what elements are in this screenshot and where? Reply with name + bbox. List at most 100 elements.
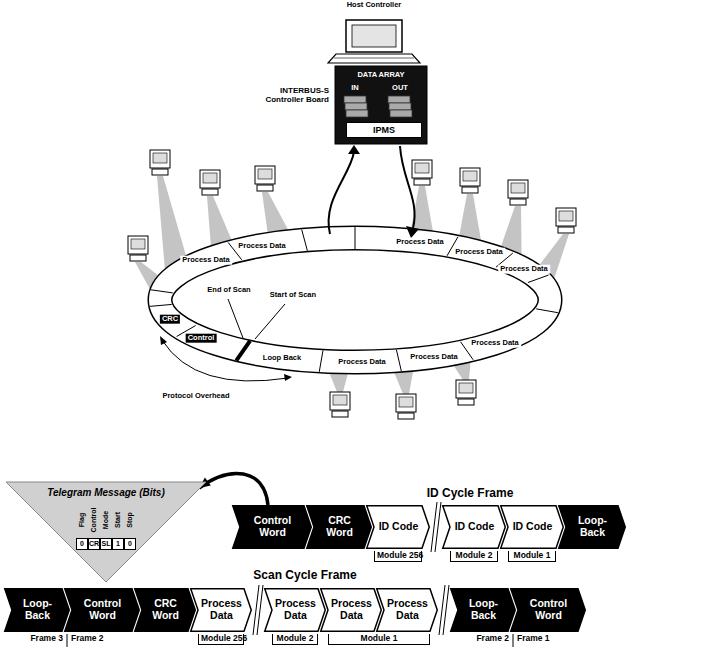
bit-value: SL [100,538,112,550]
device-base [152,169,168,175]
module-bracket: Module 1 [328,634,430,645]
node-title: Loop-Back [568,515,617,538]
box-outline [347,123,422,138]
frame-word-dark: Control Word [232,505,312,549]
register-block [345,103,367,110]
ring-segment: Process Data [236,241,288,250]
bit-value: 0 [76,538,88,550]
chevron-outline [501,506,564,549]
node-title: Control Word [74,598,131,621]
segment-tick [536,309,558,313]
arrow-head [406,226,419,238]
triangle-outline [6,482,206,582]
frame-label: Frame 3 [3,634,63,644]
ring-segment: Process Data [469,339,521,348]
device-base [332,411,348,417]
text-area: Control Word [520,588,577,632]
ring-segment: Process Data [336,358,388,367]
text-area: Control Word [242,505,303,549]
connector [199,473,268,505]
device-base [458,399,474,405]
bit-value: 0 [124,538,136,550]
node-title: Loop-Back [460,598,507,621]
node-title: Process Data [200,598,243,621]
chevron-outline [191,589,252,632]
ring-outline [160,238,550,362]
segment-tick [319,350,323,372]
device-beams [135,176,569,394]
device-screen [459,383,473,393]
device-screen [131,239,145,249]
ring-segment: Process Data [408,352,460,361]
frame-word-dark: Loop-Back [450,588,516,632]
ring-segment: Control [186,334,217,343]
data-arrow-out [400,146,415,228]
frame-divider [67,634,68,647]
device-label: Host Controller [343,1,405,10]
module-bracket: Module 2 [450,551,498,562]
text-area: Process Data [200,588,243,632]
frame-word-dark: CRC Word [306,505,372,549]
break-mark [435,502,441,552]
device-screen [333,395,347,405]
frame-label: Frame 2 [449,634,509,644]
node-title: CRC Word [316,515,363,538]
overhead-note: Protocol Overhead [150,392,242,401]
device-monitor [556,208,576,226]
text-area: ID Code [376,505,421,549]
device-monitor [396,394,416,412]
frame-word-dark: Loop-Back [4,588,70,632]
device-monitor [255,166,275,184]
device-monitor [412,160,432,178]
device-screen [511,183,525,193]
node-title: Loop-Back [14,598,61,621]
arrow-head [284,374,292,381]
ring-segment: Process Data [498,265,550,274]
chevron-outline [377,589,438,632]
register-block [346,110,368,117]
device-base [510,199,526,205]
chevron-outline [321,589,382,632]
leader-line [228,299,243,338]
ring-segment: Process Data [180,256,232,265]
register-block [390,110,412,117]
node-title: ID Code [376,521,421,533]
frame-word: Process Data [190,588,252,632]
frame-word: ID Code [442,505,506,549]
node-title: ID Code [510,521,555,533]
node-title: Telegram Message (Bits) [6,487,206,498]
ring-segment: CRC [160,315,180,324]
ring-segments [150,227,558,372]
device-base [202,189,218,195]
break-mark [257,585,263,635]
chevron-outline [233,506,312,549]
ipms-box: IPMS [346,122,422,138]
node-title: ID Code [452,521,497,533]
ring-segment: Process Data [394,237,446,246]
node-title: Process Data [274,598,317,621]
controller-board: INTERBUS-S Controller BoardDATA ARRAYIPM… [335,66,427,144]
text-area: Control Word [74,588,131,632]
device-monitor [200,170,220,188]
node-title: Control Word [242,515,303,538]
device-base [130,255,146,261]
frame-word-dark: Loop-Back [558,505,626,549]
chevron-outline [559,506,626,549]
text-area: Loop-Back [460,588,507,632]
bit-value: CR [88,538,100,550]
device-monitor [460,168,480,186]
chevron-outline [511,589,586,632]
scan-gap [236,341,250,361]
text-area: ID Code [452,505,497,549]
leader-line [255,304,285,339]
text-area: Loop-Back [568,505,617,549]
node-title: Control Word [520,598,577,621]
device-screen [153,153,167,163]
device-base [257,185,273,191]
text-area: Process Data [274,588,317,632]
node-title: IPMS [346,125,422,135]
arrow-head [348,145,360,154]
node-text: DATA ARRAY [335,70,427,79]
monitor [346,20,402,52]
frame-divider [513,634,514,647]
